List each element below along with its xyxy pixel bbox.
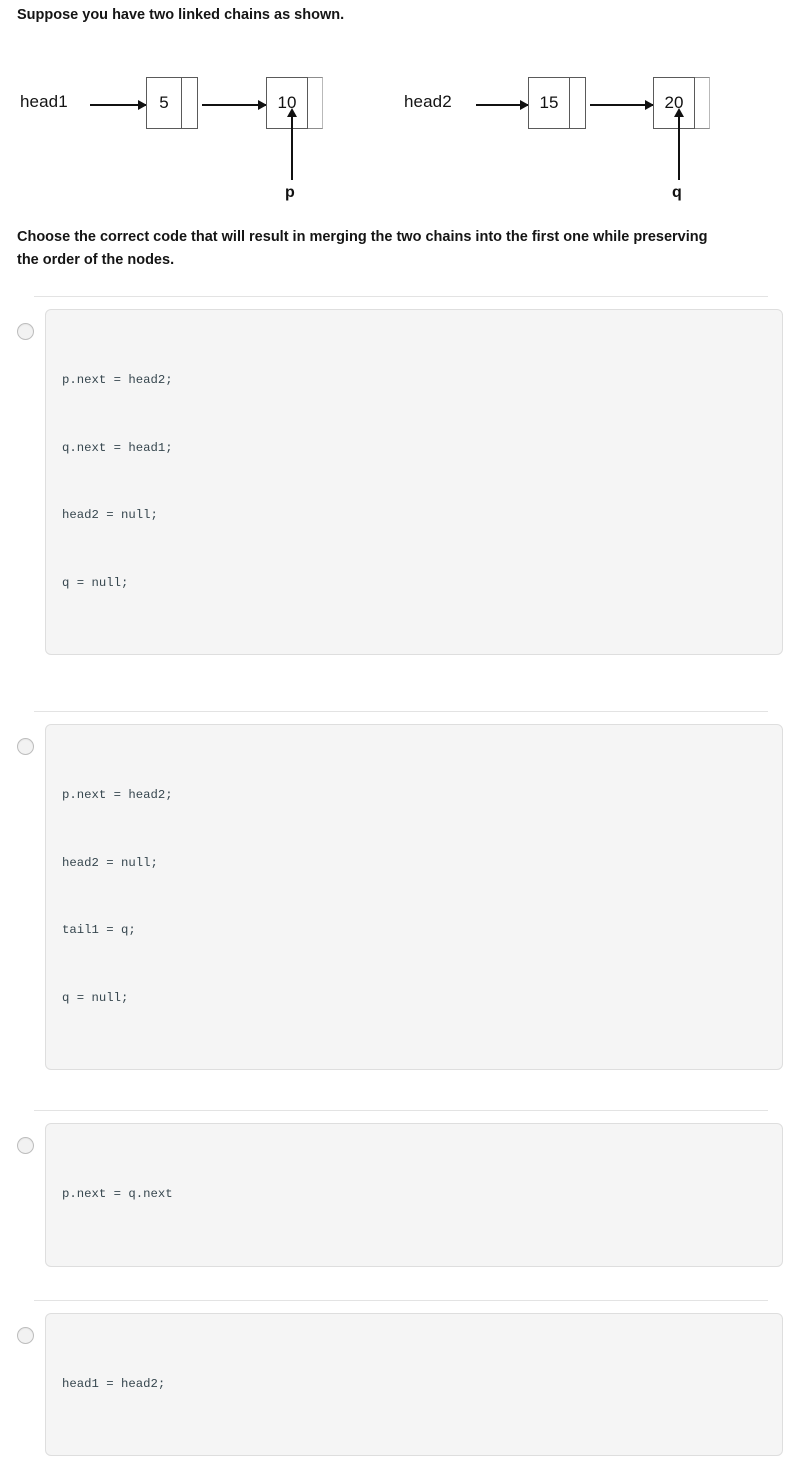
code-line: q = null; bbox=[62, 572, 766, 595]
pointer-q-label: q bbox=[672, 184, 682, 202]
chain2-node-1: 15 bbox=[528, 77, 586, 129]
code-line: head1 = head2; bbox=[62, 1373, 766, 1396]
chain1-node-1: 5 bbox=[146, 77, 198, 129]
head2-to-node1-arrow bbox=[476, 104, 528, 106]
answer-option-4-code[interactable]: head1 = head2; bbox=[45, 1313, 783, 1457]
code-line: head2 = null; bbox=[62, 504, 766, 527]
chain2-node1-to-node2-arrow bbox=[590, 104, 653, 106]
chain2-node-1-value: 15 bbox=[528, 77, 570, 129]
code-line: q.next = head1; bbox=[62, 437, 766, 460]
answer-options-list: p.next = head2; q.next = head1; head2 = … bbox=[0, 296, 798, 1468]
answer-option-3-code[interactable]: p.next = q.next bbox=[45, 1123, 783, 1267]
answer-option-1-radio[interactable] bbox=[17, 323, 34, 340]
answer-option-4[interactable]: head1 = head2; bbox=[0, 1300, 798, 1468]
chain1-head-label: head1 bbox=[20, 92, 68, 112]
answer-option-2-radio[interactable] bbox=[17, 738, 34, 755]
answer-option-2-code[interactable]: p.next = head2; head2 = null; tail1 = q;… bbox=[45, 724, 783, 1070]
answer-option-2[interactable]: p.next = head2; head2 = null; tail1 = q;… bbox=[0, 711, 798, 1082]
chain1-node-2-next-cell bbox=[308, 77, 323, 129]
chain2-node-1-next-cell bbox=[570, 77, 586, 129]
chain1-node-2-value: 10 bbox=[266, 77, 308, 129]
chain2-head-label: head2 bbox=[404, 92, 452, 112]
question-stem-bottom: Choose the correct code that will result… bbox=[17, 226, 717, 273]
chain1-node-1-value: 5 bbox=[146, 77, 182, 129]
code-line: p.next = head2; bbox=[62, 369, 766, 392]
chain1-node-1-next-cell bbox=[182, 77, 198, 129]
answer-option-3-radio[interactable] bbox=[17, 1137, 34, 1154]
chain1-node1-to-node2-arrow bbox=[202, 104, 266, 106]
answer-option-1-code[interactable]: p.next = head2; q.next = head1; head2 = … bbox=[45, 309, 783, 655]
pointer-p-arrow bbox=[291, 116, 293, 180]
chain2-node-2-value: 20 bbox=[653, 77, 695, 129]
head1-to-node1-arrow bbox=[90, 104, 146, 106]
linked-chains-diagram: head1 5 10 p head2 15 20 q bbox=[0, 34, 798, 214]
code-line: p.next = head2; bbox=[62, 784, 766, 807]
answer-option-3[interactable]: p.next = q.next bbox=[0, 1110, 798, 1279]
code-line: p.next = q.next bbox=[62, 1183, 766, 1206]
code-line: head2 = null; bbox=[62, 852, 766, 875]
code-line: tail1 = q; bbox=[62, 919, 766, 942]
chain2-node-2: 20 bbox=[653, 77, 710, 129]
answer-option-1[interactable]: p.next = head2; q.next = head1; head2 = … bbox=[0, 296, 798, 667]
answer-option-4-radio[interactable] bbox=[17, 1327, 34, 1344]
chain1-node-2: 10 bbox=[266, 77, 323, 129]
pointer-p-label: p bbox=[285, 184, 295, 202]
chain2-node-2-next-cell bbox=[695, 77, 710, 129]
question-stem-top: Suppose you have two linked chains as sh… bbox=[17, 6, 777, 26]
pointer-q-arrow bbox=[678, 116, 680, 180]
code-line: q = null; bbox=[62, 987, 766, 1010]
